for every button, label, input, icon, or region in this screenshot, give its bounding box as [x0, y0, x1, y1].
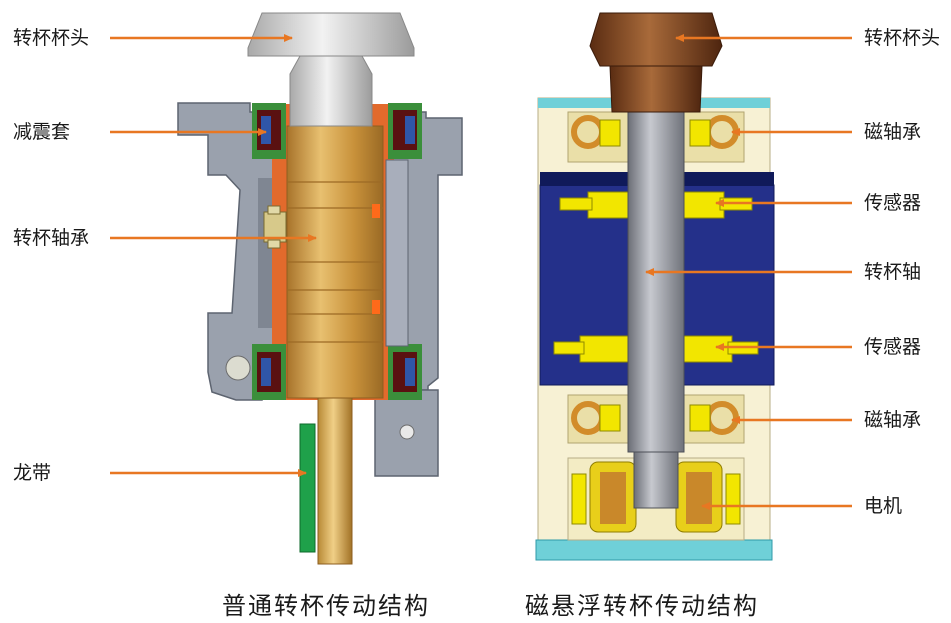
damping-sleeve-bottom-left	[252, 344, 286, 400]
cup-head-left	[247, 12, 415, 127]
label-motor: 电机	[864, 495, 903, 517]
bracket-hole	[399, 424, 415, 440]
label-damping-sleeve: 减震套	[13, 121, 71, 143]
housing-hole	[225, 355, 251, 381]
label-rotor-shaft: 转杯轴	[864, 261, 922, 283]
damping-sleeve-bottom-right	[388, 344, 422, 400]
damping-sleeve-top-right	[388, 103, 422, 159]
caption-maglev: 磁悬浮转杯传动结构	[525, 592, 759, 620]
left-side-rail	[385, 159, 409, 347]
label-right-cup-head: 转杯杯头	[864, 27, 941, 49]
cup-head-right	[589, 12, 723, 113]
label-tangential-belt: 龙带	[13, 462, 52, 484]
left-shaft	[317, 397, 353, 565]
caption-conventional: 普通转杯传动结构	[222, 592, 430, 620]
label-left-cup-head: 转杯杯头	[13, 27, 90, 49]
grease-nipple	[263, 205, 287, 249]
annotation-arrows	[110, 34, 852, 510]
rotor-shaft	[627, 111, 685, 453]
label-magnetic-bearing-top: 磁轴承	[864, 121, 922, 143]
maglev-structure-drawing	[535, 12, 775, 561]
conventional-structure-drawing	[177, 12, 463, 565]
label-sensor-bottom: 传感器	[864, 336, 922, 358]
rotor-shaft-end	[633, 451, 679, 509]
label-magnetic-bearing-bottom: 磁轴承	[864, 409, 922, 431]
label-sensor-top: 传感器	[864, 192, 922, 214]
tangential-belt	[299, 423, 316, 553]
sensor-bottom	[553, 335, 759, 363]
label-cup-bearing: 转杯轴承	[13, 227, 90, 249]
